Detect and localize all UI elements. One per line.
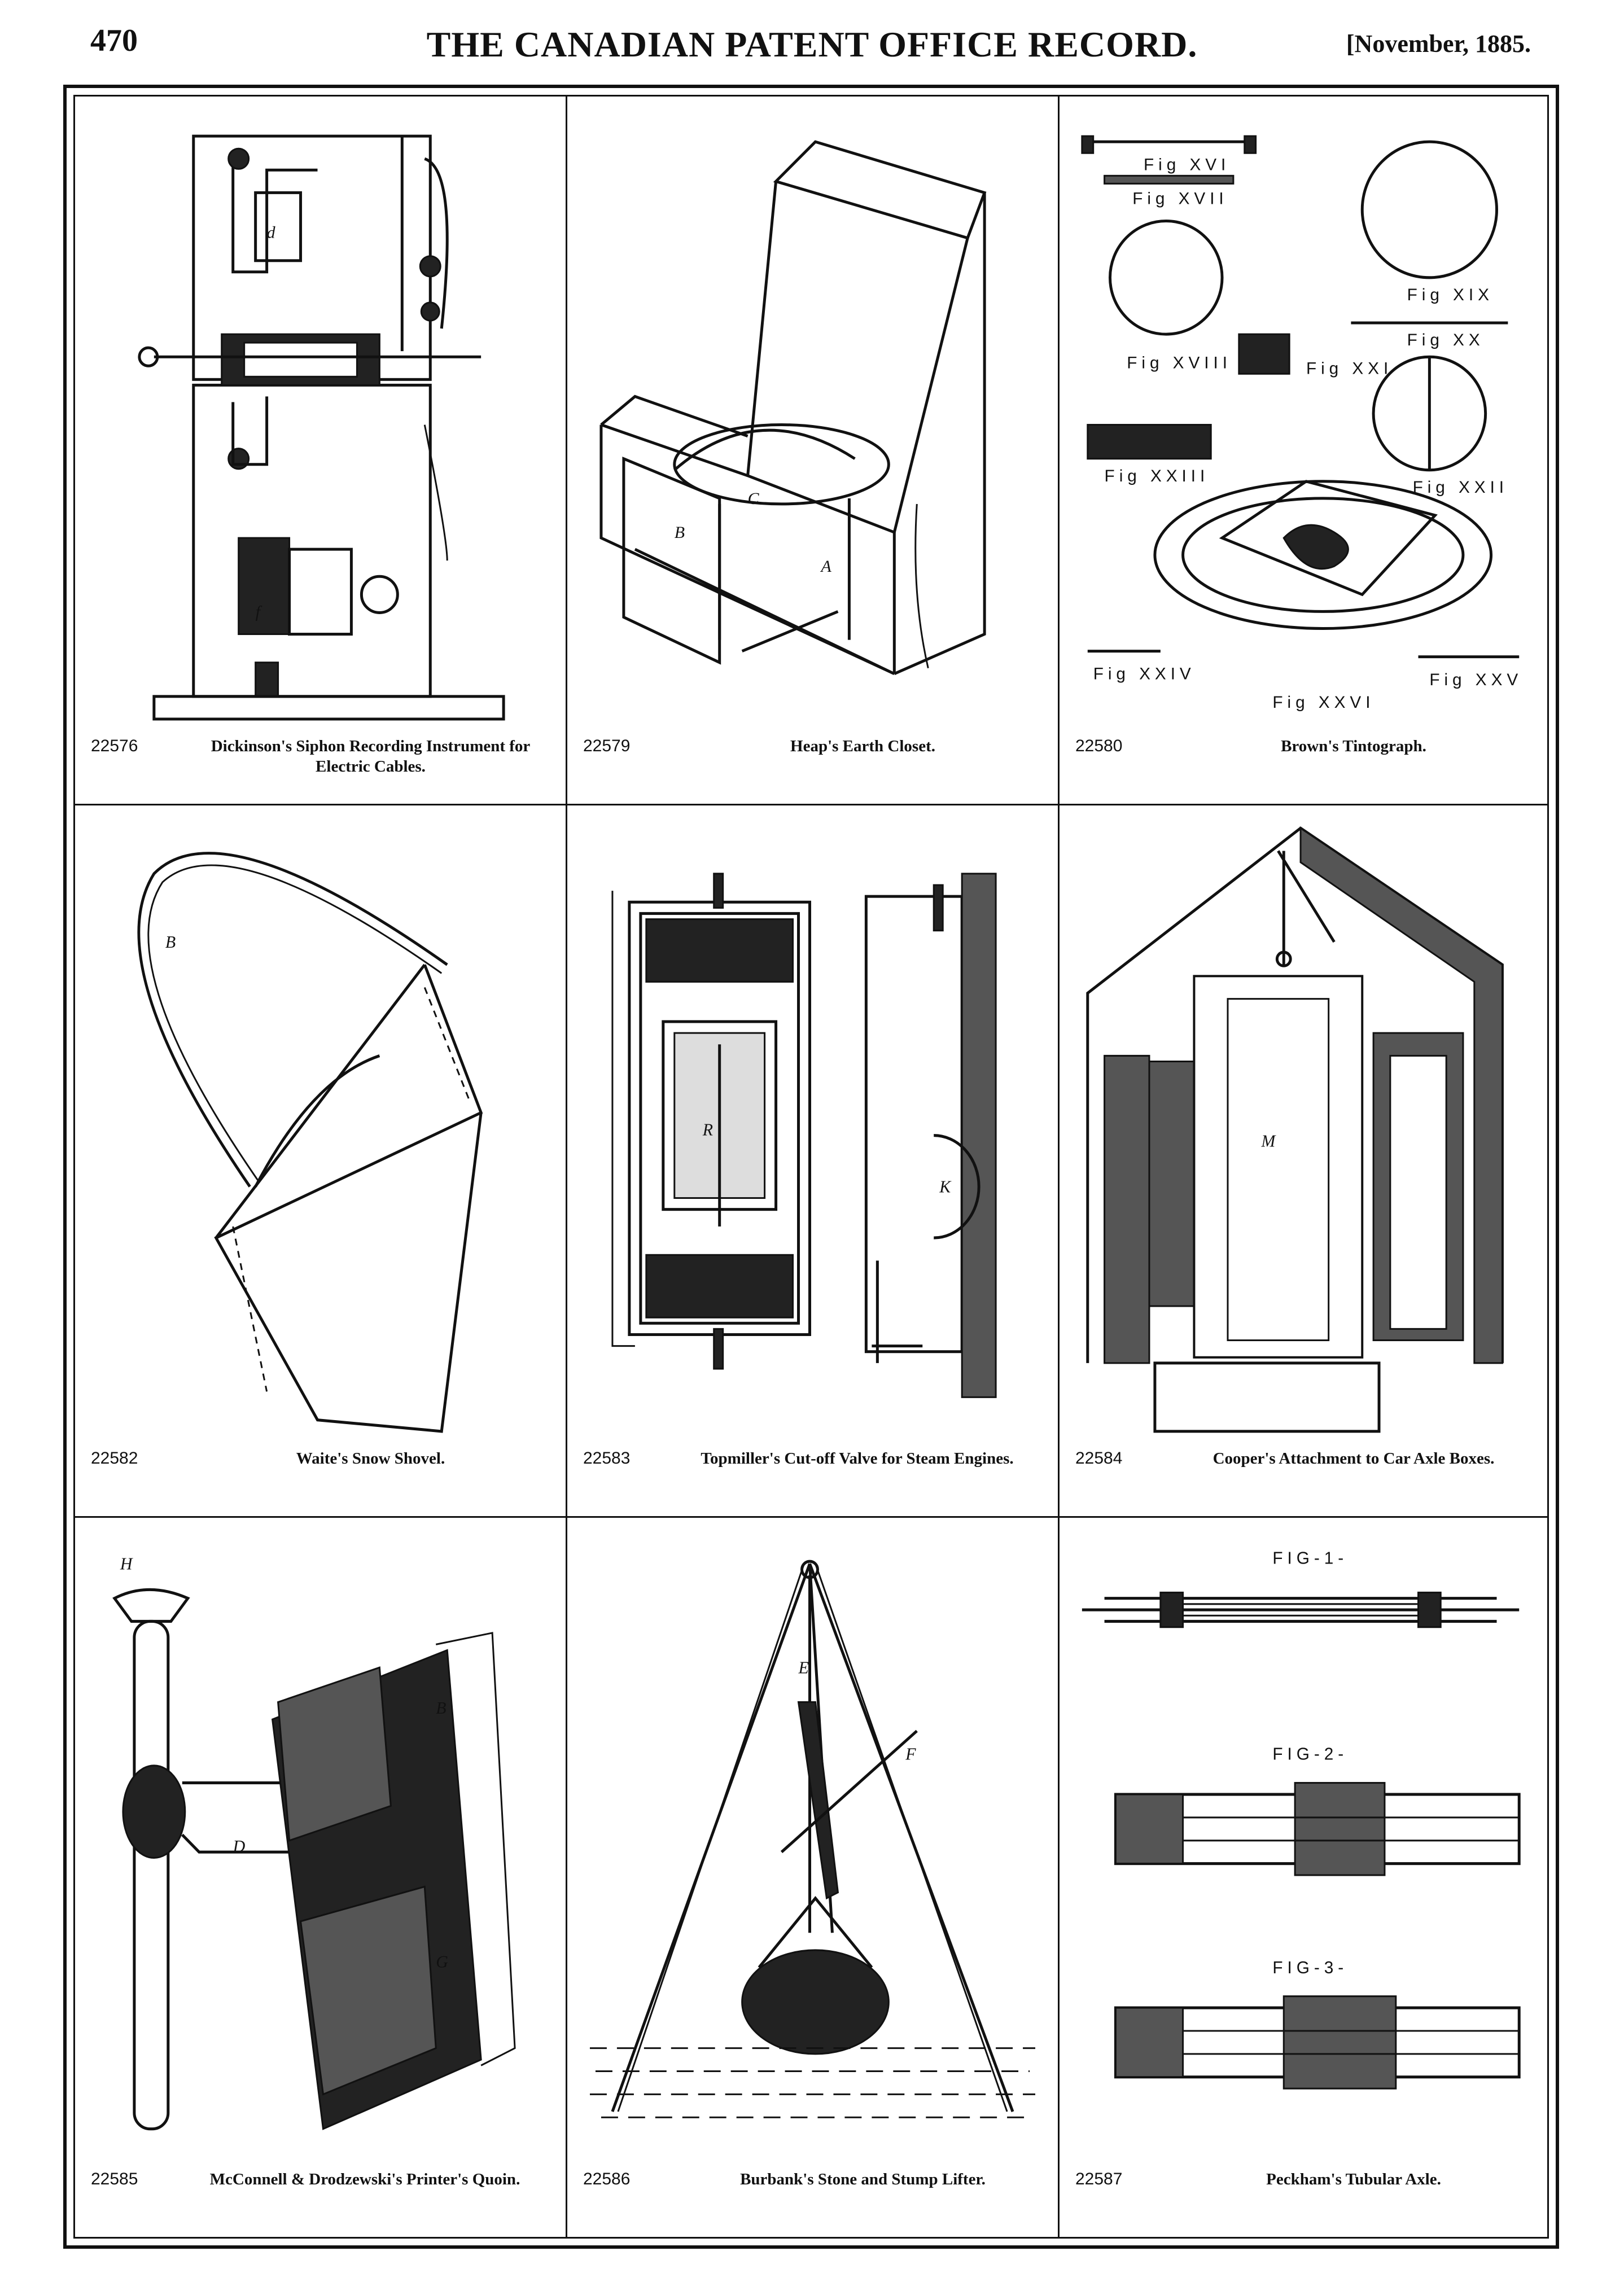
patent-cell-22584: M 22584 Cooper's Attachment to Car Axle … xyxy=(1060,805,1547,1518)
tintograph-illustration: Fig XVI Fig XVII Fig XVIII Fig XIX Fig X… xyxy=(1071,108,1536,730)
patent-cell-22587: FIG-1- FIG-2- FIG-3- 22587 Peckham's Tub… xyxy=(1060,1518,1547,2237)
fig-label: Fig XXIV xyxy=(1093,665,1196,684)
patent-cell-22586: E F 22586 Burbank's Stone and Stump Lift… xyxy=(567,1518,1060,2237)
patent-title: McConnell & Drodzewski's Printer's Quoin… xyxy=(209,2170,520,2188)
patent-title: Heap's Earth Closet. xyxy=(790,737,935,755)
svg-text:F: F xyxy=(905,1744,916,1763)
patent-cell-22585: H B D G 22585 McConnell & Drodzewski's P… xyxy=(75,1518,567,2237)
snow-shovel-illustration: B xyxy=(86,817,554,1443)
fig-label: Fig XXII xyxy=(1413,478,1508,497)
svg-text:R: R xyxy=(702,1120,713,1139)
svg-text:d: d xyxy=(267,224,276,242)
patent-title: Burbank's Stone and Stump Lifter. xyxy=(740,2170,986,2188)
svg-text:K: K xyxy=(939,1177,952,1196)
fig-label: Fig XXV xyxy=(1429,671,1522,689)
fig-label: FIG-3- xyxy=(1272,1958,1348,1977)
svg-text:A: A xyxy=(820,557,831,576)
cutoff-valve-illustration: R K xyxy=(579,817,1047,1443)
patent-cell-22579: B A C 22579 Heap's Earth Closet. xyxy=(567,97,1060,805)
patent-title: Topmiller's Cut-off Valve for Steam Engi… xyxy=(701,1449,1014,1468)
svg-text:B: B xyxy=(165,932,176,952)
caption: 22583 Topmiller's Cut-off Valve for Stea… xyxy=(583,1448,1047,1500)
patent-number: 22587 xyxy=(1075,2170,1123,2188)
caption: 22587 Peckham's Tubular Axle. xyxy=(1075,2169,1536,2221)
caption: 22580 Brown's Tintograph. xyxy=(1075,736,1536,788)
patent-cell-22582: B 22582 Waite's Snow Shovel. xyxy=(75,805,567,1518)
siphon-recorder-illustration: d f xyxy=(86,108,554,730)
stump-lifter-illustration: E F xyxy=(579,1529,1047,2164)
caption: 22576 Dickinson's Siphon Recording Instr… xyxy=(91,736,554,788)
patent-cell-22576: d f 22576 Dickinson's Siphon Recording I… xyxy=(75,97,567,805)
patent-number: 22576 xyxy=(91,737,138,755)
inner-frame xyxy=(73,95,1549,2239)
axle-box-illustration: M xyxy=(1071,817,1536,1443)
caption: 22579 Heap's Earth Closet. xyxy=(583,736,1047,788)
svg-text:H: H xyxy=(120,1554,134,1573)
patent-cell-22580: Fig XVI Fig XVII Fig XVIII Fig XIX Fig X… xyxy=(1060,97,1547,805)
patent-title: Dickinson's Siphon Recording Instrument … xyxy=(211,737,531,776)
page-header: 470 THE CANADIAN PATENT OFFICE RECORD. [… xyxy=(0,0,1624,85)
publication-title: THE CANADIAN PATENT OFFICE RECORD. xyxy=(426,24,1198,64)
patent-number: 22580 xyxy=(1075,737,1123,755)
svg-text:B: B xyxy=(436,1698,446,1718)
fig-label: FIG-2- xyxy=(1272,1745,1348,1763)
patent-title: Cooper's Attachment to Car Axle Boxes. xyxy=(1212,1449,1495,1468)
caption: 22584 Cooper's Attachment to Car Axle Bo… xyxy=(1075,1448,1536,1500)
tubular-axle-illustration: FIG-1- FIG-2- FIG-3- xyxy=(1071,1529,1536,2164)
patent-number: 22583 xyxy=(583,1449,631,1468)
page-number: 470 xyxy=(90,23,138,58)
fig-label: Fig XXIII xyxy=(1105,467,1210,485)
fig-label: Fig XVII xyxy=(1132,189,1228,208)
fig-label: Fig XIX xyxy=(1407,286,1494,304)
patent-title: Waite's Snow Shovel. xyxy=(296,1449,445,1468)
fig-label: Fig XX xyxy=(1407,331,1485,349)
patent-grid: d f 22576 Dickinson's Siphon Recording I… xyxy=(75,97,1547,2237)
svg-text:f: f xyxy=(256,602,262,621)
svg-text:C: C xyxy=(748,489,760,508)
patent-number: 22586 xyxy=(583,2170,631,2188)
fig-label: FIG-1- xyxy=(1272,1549,1348,1567)
fig-label: Fig XXVI xyxy=(1272,693,1375,712)
earth-closet-illustration: B A C xyxy=(579,108,1047,730)
patent-cell-22583: R K 22583 Topmiller's Cut-off Valve for … xyxy=(567,805,1060,1518)
svg-text:M: M xyxy=(1261,1132,1277,1151)
patent-title: Peckham's Tubular Axle. xyxy=(1266,2170,1441,2188)
fig-label: Fig XVIII xyxy=(1127,353,1232,372)
patent-number: 22584 xyxy=(1075,1449,1123,1468)
issue-date: [November, 1885. xyxy=(1346,30,1531,58)
svg-text:E: E xyxy=(798,1658,809,1677)
patent-number: 22585 xyxy=(91,2170,138,2188)
patent-number: 22579 xyxy=(583,737,631,755)
fig-label: Fig XXI xyxy=(1306,359,1393,378)
svg-text:B: B xyxy=(675,523,685,542)
svg-text:G: G xyxy=(436,1952,448,1971)
caption: 22582 Waite's Snow Shovel. xyxy=(91,1448,554,1500)
caption: 22585 McConnell & Drodzewski's Printer's… xyxy=(91,2169,554,2221)
patent-title: Brown's Tintograph. xyxy=(1281,737,1426,755)
outer-frame xyxy=(63,85,1559,2249)
caption: 22586 Burbank's Stone and Stump Lifter. xyxy=(583,2169,1047,2221)
printers-quoin-illustration: H B D G xyxy=(86,1529,554,2164)
patent-number: 22582 xyxy=(91,1449,138,1468)
fig-label: Fig XVI xyxy=(1144,155,1230,174)
svg-text:D: D xyxy=(233,1837,246,1856)
